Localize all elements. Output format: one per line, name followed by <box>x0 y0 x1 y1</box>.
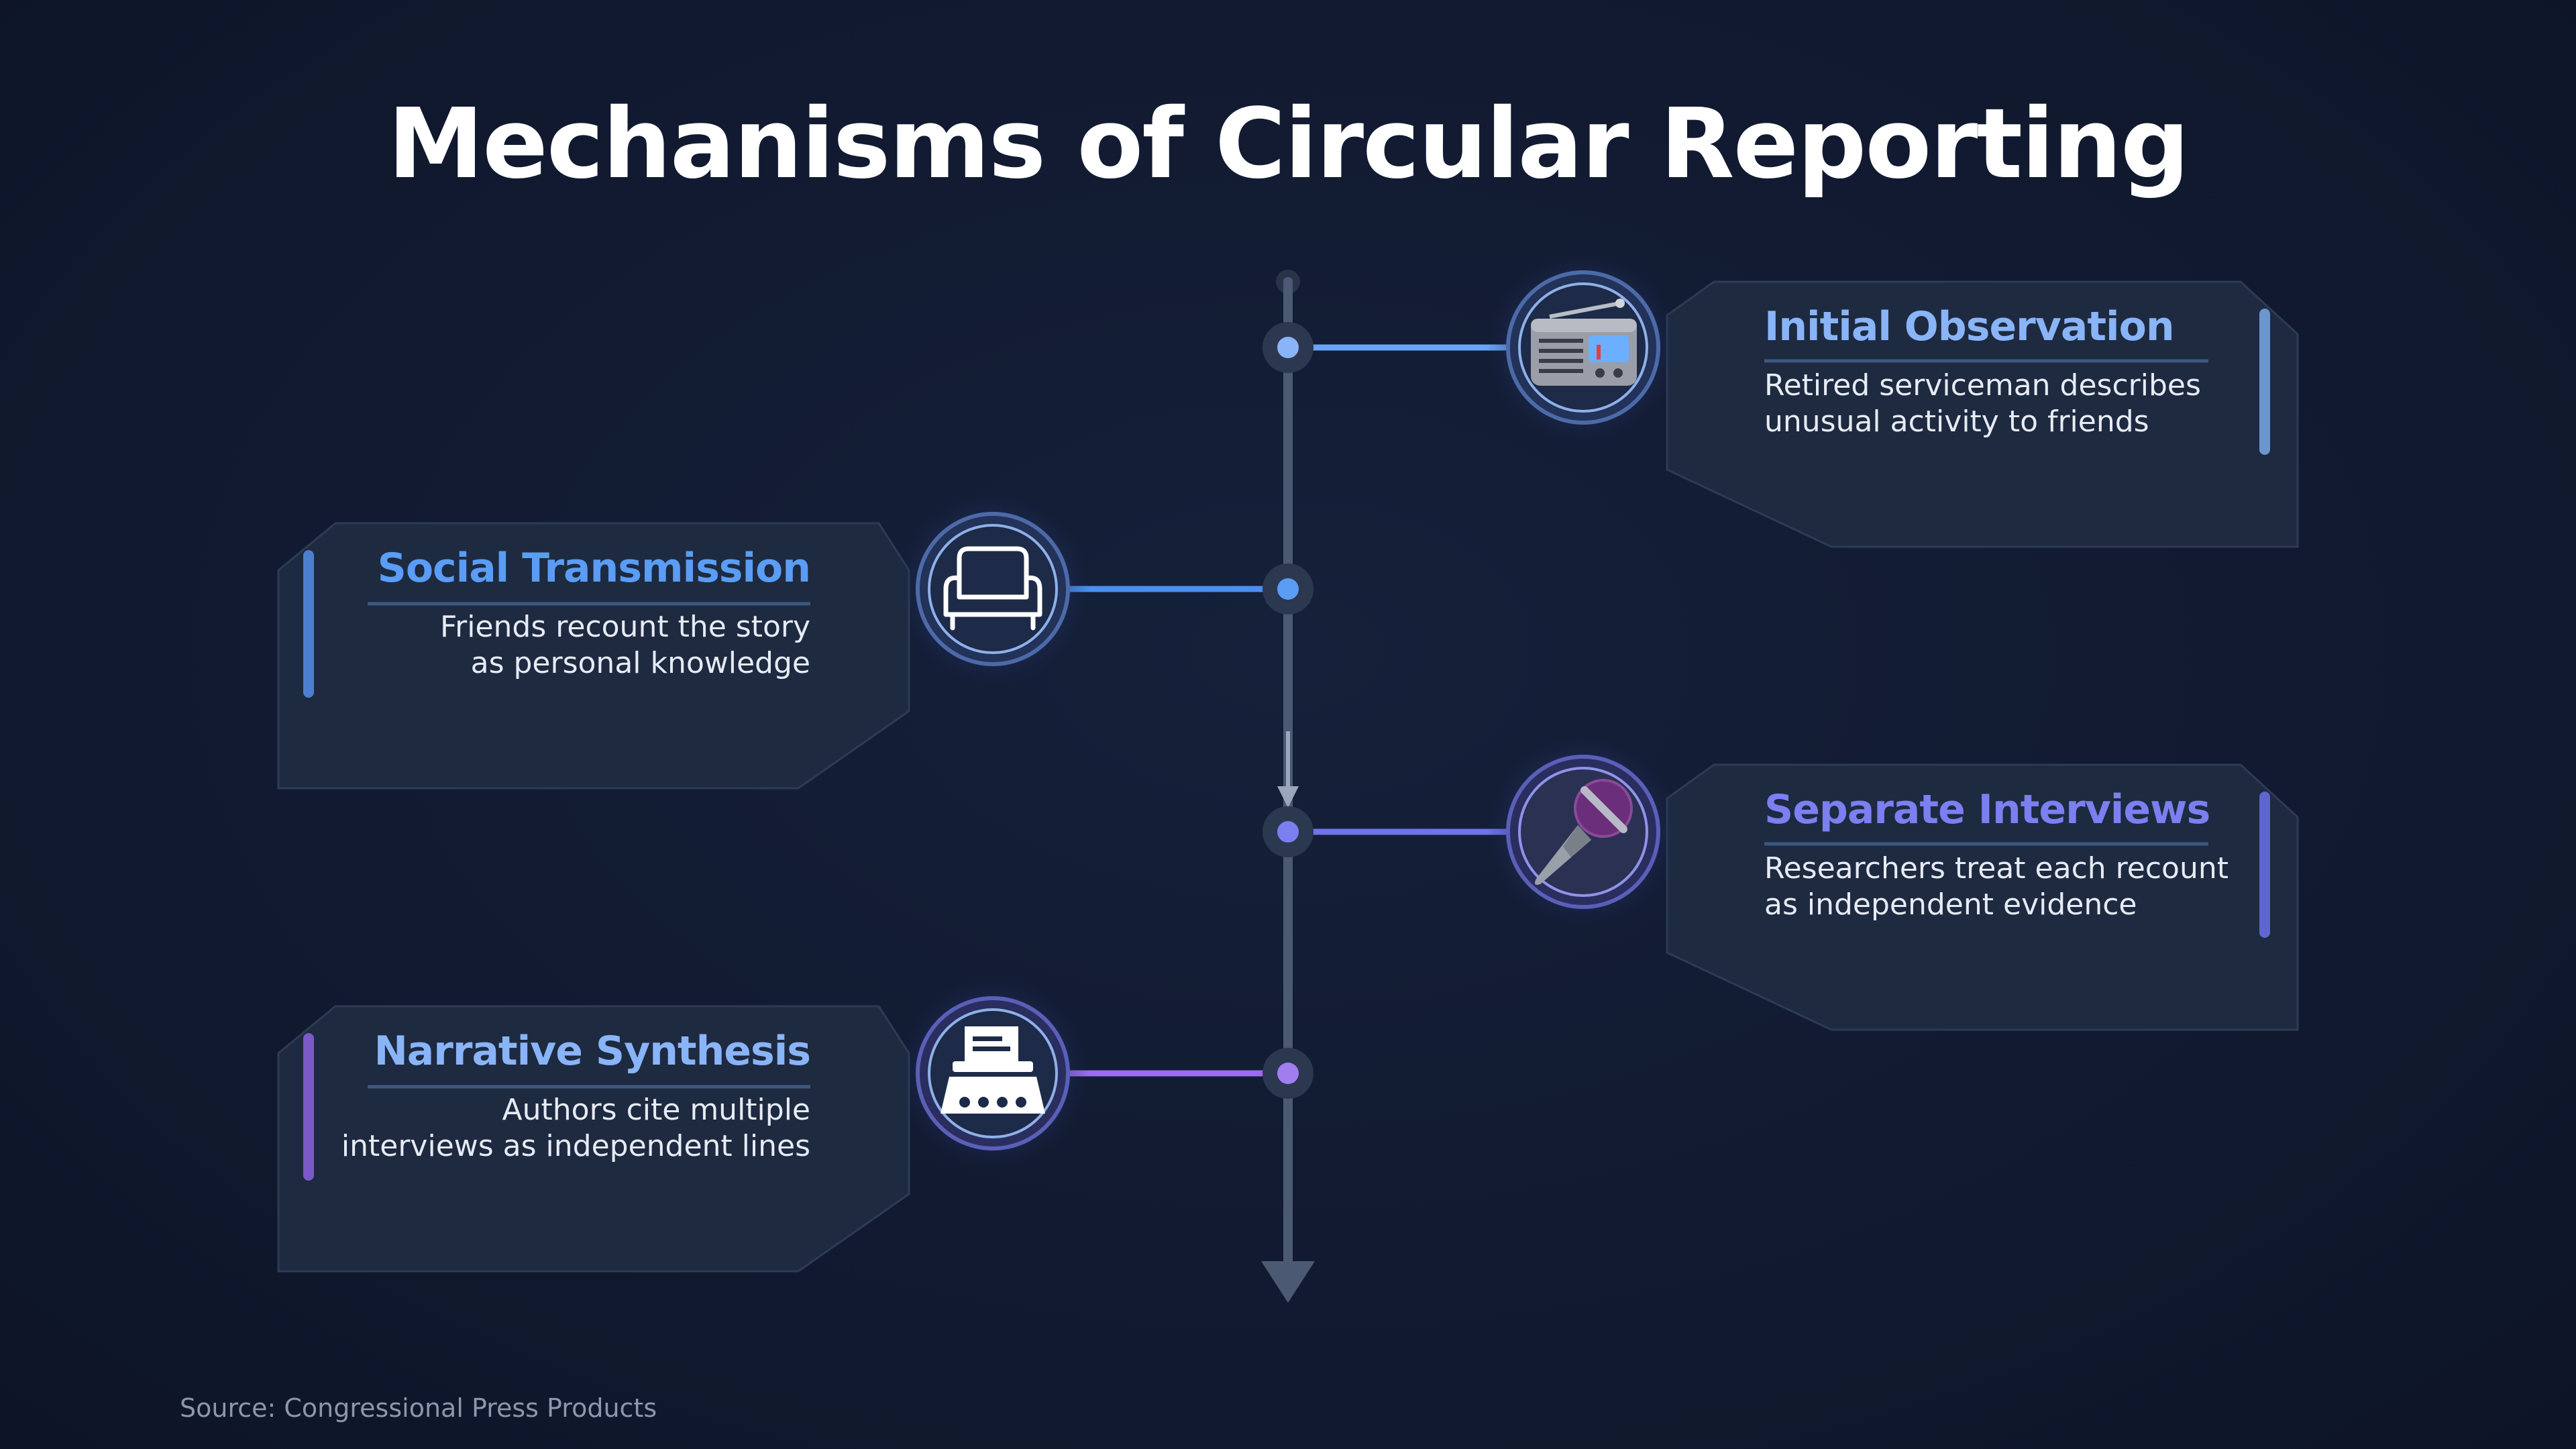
step-social-transmission: Social Transmission Friends recount the … <box>377 545 811 682</box>
step-title: Initial Observation <box>1764 303 2175 350</box>
card-initial-observation <box>1666 280 2299 548</box>
node-2 <box>1263 564 1313 614</box>
card-narrative-synthesis <box>277 1005 910 1273</box>
armchair-icon <box>896 492 1090 686</box>
timeline-arrow-icon <box>1261 1261 1315 1303</box>
radio-icon <box>1486 250 1680 445</box>
step-title: Narrative Synthesis <box>374 1028 811 1075</box>
page-title: Mechanisms of Circular Reporting <box>387 87 2190 200</box>
step-description: Authors cite multiple interviews as inde… <box>341 1093 810 1163</box>
step-narrative-synthesis: Narrative Synthesis Authors cite multipl… <box>341 1028 811 1165</box>
card-social-transmission <box>277 522 910 790</box>
timeline <box>1261 270 1315 1303</box>
step-description: Retired serviceman describes unusual act… <box>1764 368 2201 439</box>
source-note: Source: Congressional Press Products <box>180 1393 657 1423</box>
microphone-icon <box>1486 735 1680 929</box>
step-separate-interviews: Separate Interviews Researchers treat ea… <box>1764 786 2229 923</box>
step-title: Social Transmission <box>377 545 811 592</box>
step-description: Friends recount the story as personal kn… <box>440 610 810 680</box>
flow-arrow-icon <box>1277 786 1299 808</box>
typewriter-icon <box>896 976 1090 1171</box>
step-initial-observation: Initial Observation Retired serviceman d… <box>1764 303 2201 440</box>
step-title: Separate Interviews <box>1764 786 2210 833</box>
step-description: Researchers treat each recount as indepe… <box>1764 851 2229 922</box>
node-4 <box>1263 1048 1313 1099</box>
connectors <box>1067 344 1509 1077</box>
node-3 <box>1263 806 1313 857</box>
node-1 <box>1263 322 1313 373</box>
